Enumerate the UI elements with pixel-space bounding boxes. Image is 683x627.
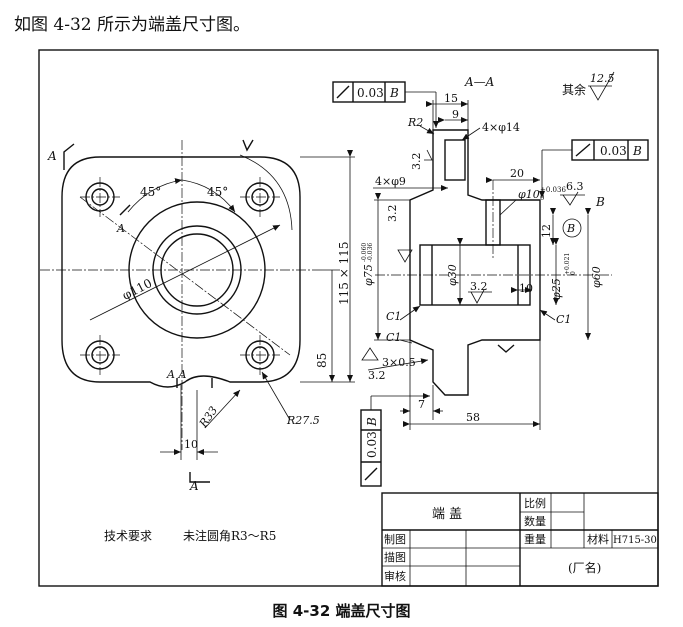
- checked-label: 审核: [384, 569, 406, 583]
- section-mark-pair: A A: [166, 368, 186, 381]
- dim-115-label: 115 × 115: [337, 242, 351, 306]
- svg-text:0.03: 0.03: [600, 144, 627, 158]
- svg-text:0: 0: [540, 194, 544, 202]
- dia-10: φ10: [518, 188, 540, 201]
- dim-12: 12: [540, 224, 553, 238]
- section-title: A—A: [464, 75, 495, 89]
- material-label: 材料: [587, 532, 609, 546]
- figure-caption: 图 4-32 端盖尺寸图: [272, 602, 411, 620]
- dim-10b: 10: [519, 282, 533, 295]
- rest-roughness: 12.5: [590, 72, 615, 85]
- svg-text:B: B: [365, 417, 379, 427]
- svg-text:-0.036: -0.036: [367, 243, 374, 262]
- svg-text:0: 0: [570, 271, 577, 275]
- groove-label: 3×0.5: [382, 356, 416, 369]
- angle-left-label: 45°: [140, 185, 161, 199]
- datum-b-circle: B: [566, 222, 575, 235]
- dia-25: φ25: [550, 278, 563, 300]
- intro-text: 如图 4-32 所示为端盖尺寸图。: [14, 15, 250, 35]
- section-body: [409, 129, 541, 396]
- dia-75: φ75: [362, 264, 375, 286]
- rough-32-a: 3.2: [410, 153, 423, 171]
- c1-c: C1: [556, 313, 571, 326]
- hub-circle: [128, 201, 266, 339]
- quantity-label: 数量: [524, 515, 546, 528]
- title-block: 端 盖 比例 数量 重量 材料 H715-30 制图 描图 审核 (厂名): [381, 492, 659, 587]
- rough-32-c: 3.2: [470, 280, 488, 293]
- bore-inner: [160, 233, 234, 307]
- dim-85-label: 85: [315, 353, 329, 368]
- tech-title: 技术要求: [104, 529, 152, 543]
- svg-text:B: B: [632, 144, 642, 158]
- section-mark-top: A: [47, 149, 57, 163]
- svg-text:+0.036: +0.036: [540, 186, 566, 194]
- rough-32-d: 3.2: [368, 369, 386, 382]
- front-view: 45° 45° A A A A A φ110 115 × 115 85 R33 …: [40, 139, 355, 493]
- r2-label: R2: [407, 116, 423, 129]
- svg-text:-0.060: -0.060: [361, 243, 368, 262]
- section-view: A—A 0.03 B 0.03 B: [332, 71, 649, 487]
- rough-32-b: 3.2: [386, 205, 399, 223]
- dia-30: φ30: [446, 264, 459, 286]
- holes-4x9: 4×φ9: [375, 175, 406, 188]
- dia-110-label: φ110: [120, 276, 154, 303]
- bolt-hole: [240, 335, 280, 375]
- rough-63: 6.3: [566, 180, 584, 193]
- tol-frame-bottom: 0.03 B: [360, 393, 430, 487]
- section-mark-bottom: A: [189, 479, 199, 493]
- dim-9: 9: [452, 108, 459, 121]
- tol-frame-top: 0.03 B: [332, 81, 439, 128]
- tech-text: 未注圆角R3～R5: [183, 528, 276, 543]
- r275-label: R27.5: [286, 414, 320, 427]
- bolt-hole: [240, 177, 280, 217]
- c1-a: C1: [386, 310, 401, 323]
- dim-7: 7: [418, 398, 425, 411]
- rest-label: 其余: [562, 82, 586, 97]
- datum-b-label: B: [595, 195, 605, 209]
- drawing-frame: [38, 49, 659, 587]
- svg-text:0.03: 0.03: [365, 431, 379, 458]
- angle-right-label: 45°: [207, 185, 228, 199]
- dim-15: 15: [444, 92, 458, 105]
- c1-b: C1: [386, 331, 401, 344]
- tol-frame-right: 0.03 B: [539, 139, 649, 198]
- bolt-hole: [80, 177, 120, 217]
- drawn-label: 制图: [384, 533, 406, 546]
- bolt-hole: [80, 335, 120, 375]
- part-name: 端 盖: [432, 507, 462, 522]
- dia-60: φ60: [590, 266, 603, 288]
- dim-10-label: 10: [184, 438, 198, 451]
- flange-outline: [61, 156, 301, 388]
- svg-text:0.03: 0.03: [357, 86, 384, 100]
- r33-label: R33: [196, 404, 220, 431]
- dim-58: 58: [466, 411, 480, 424]
- holes-4x14: 4×φ14: [482, 121, 520, 134]
- svg-text:+0.021: +0.021: [564, 253, 571, 275]
- traced-label: 描图: [384, 550, 406, 564]
- scale-label: 比例: [524, 496, 546, 510]
- dim-20: 20: [510, 167, 524, 180]
- factory-label: (厂名): [568, 560, 601, 575]
- material-value: H715-30: [613, 535, 657, 546]
- section-mark-mid: A: [116, 222, 125, 235]
- bore-outer: [152, 225, 242, 315]
- svg-text:B: B: [389, 86, 399, 100]
- weight-label: 重量: [524, 532, 546, 546]
